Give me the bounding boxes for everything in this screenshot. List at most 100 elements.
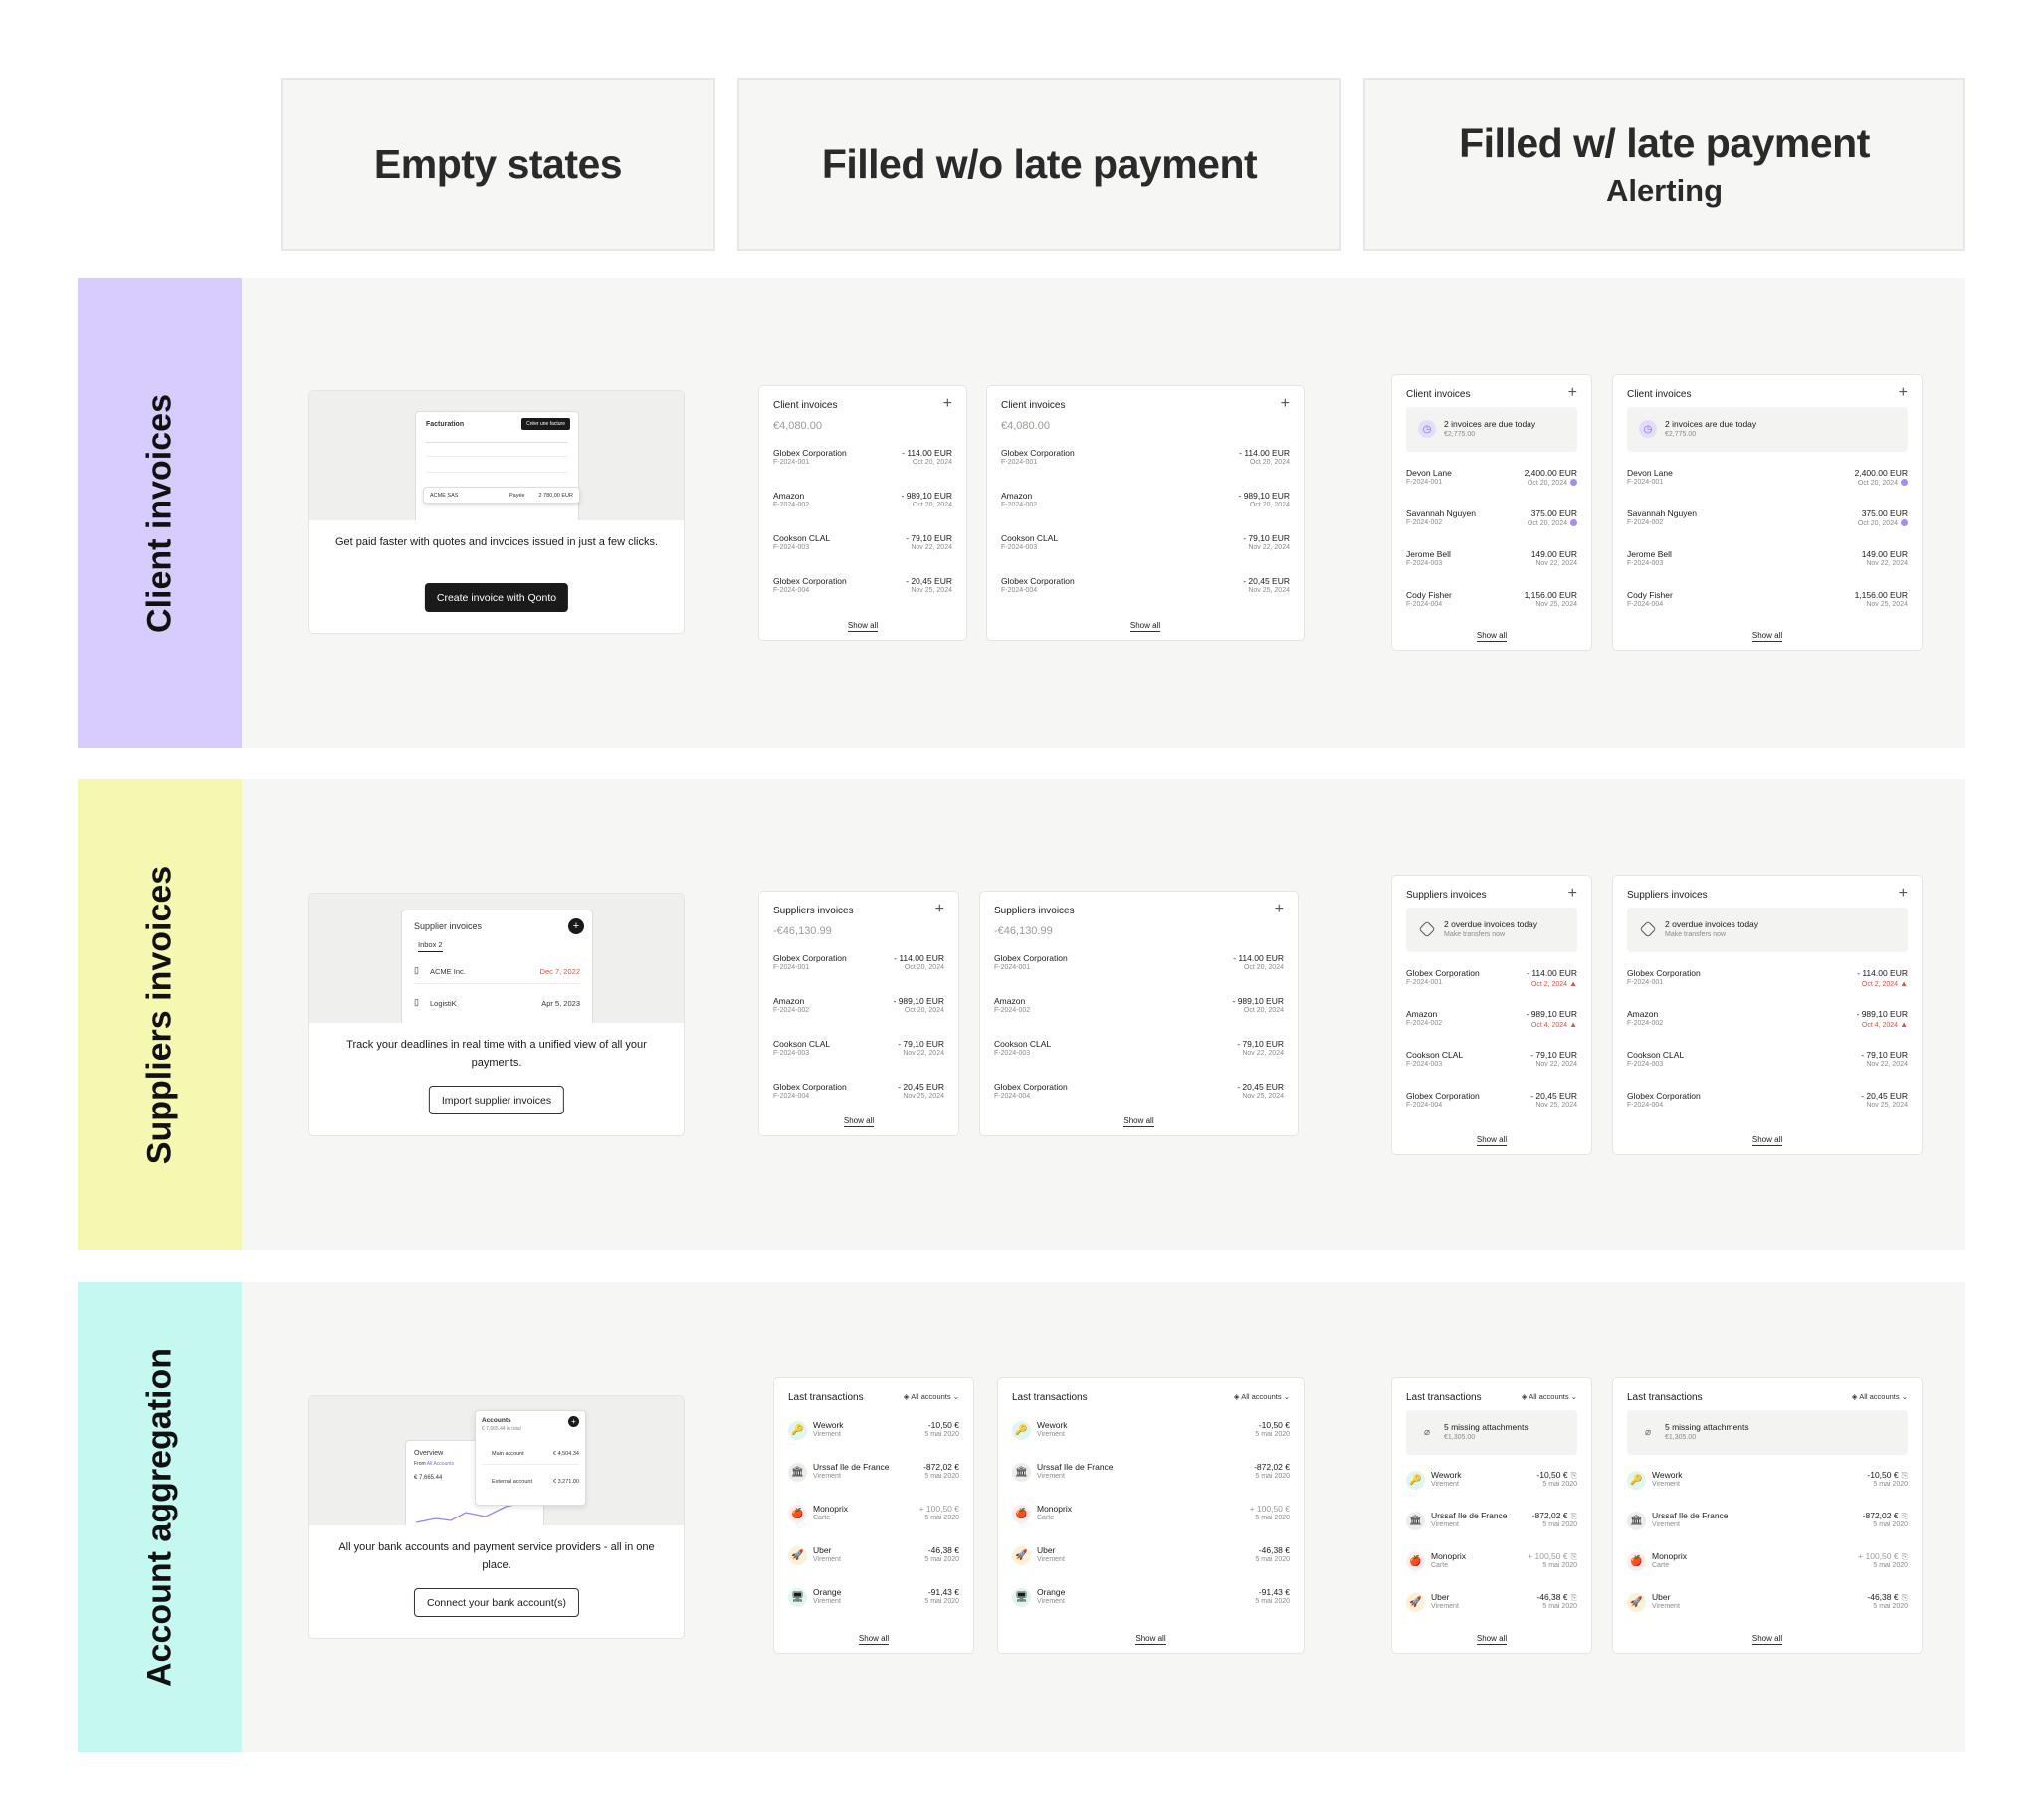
show-all-label[interactable]: Show all: [1123, 1116, 1154, 1127]
invoice-name: Globex Corporation: [1406, 1091, 1480, 1101]
show-all-link[interactable]: Show all: [980, 1116, 1298, 1127]
show-all-link[interactable]: Show all: [774, 1634, 973, 1645]
show-all-link[interactable]: Show all: [1392, 1634, 1591, 1645]
show-all-label[interactable]: Show all: [1129, 621, 1161, 632]
show-all-label[interactable]: Show all: [1751, 631, 1783, 642]
accounts-dropdown[interactable]: ◈ All accounts ⌄: [1852, 1392, 1908, 1401]
add-icon[interactable]: +: [934, 901, 944, 917]
import-supplier-invoices-button[interactable]: Import supplier invoices: [428, 1086, 565, 1114]
add-icon[interactable]: +: [942, 395, 952, 412]
alert-banner[interactable]: ⌀5 missing attachments€1,305.00: [1406, 1410, 1577, 1455]
show-all-label[interactable]: Show all: [843, 1116, 875, 1127]
alert-banner[interactable]: ◷2 invoices are due today€2,775.00: [1406, 407, 1577, 452]
alert-banner[interactable]: ⌀5 missing attachments€1,305.00: [1627, 1410, 1908, 1455]
show-all-label[interactable]: Show all: [1476, 631, 1508, 642]
add-icon[interactable]: +: [1274, 901, 1284, 917]
accounts-dropdown[interactable]: ◈ All accounts ⌄: [904, 1392, 959, 1401]
add-icon[interactable]: +: [1567, 885, 1577, 902]
invoice-date: Nov 22, 2024: [1242, 1050, 1284, 1057]
show-all-link[interactable]: Show all: [1613, 631, 1922, 642]
show-all-label[interactable]: Show all: [858, 1634, 890, 1645]
show-all-link[interactable]: Show all: [1392, 631, 1591, 642]
add-icon[interactable]: +: [1567, 384, 1577, 401]
add-icon[interactable]: +: [1898, 885, 1908, 902]
show-all-link[interactable]: Show all: [1392, 1135, 1591, 1146]
add-icon[interactable]: +: [1898, 384, 1908, 401]
show-all-label[interactable]: Show all: [1476, 1135, 1508, 1146]
invoice-date-text: Nov 22, 2024: [1535, 560, 1577, 567]
add-icon[interactable]: +: [1280, 395, 1290, 412]
accounts-dropdown[interactable]: ◈ All accounts ⌄: [1234, 1392, 1290, 1401]
show-all-label[interactable]: Show all: [847, 621, 879, 632]
show-all-link[interactable]: Show all: [1613, 1634, 1922, 1645]
show-all-link[interactable]: Show all: [987, 621, 1304, 632]
create-invoice-button[interactable]: Create invoice with Qonto: [424, 583, 569, 612]
alert-banner[interactable]: ◷2 invoices are due today€2,775.00: [1627, 407, 1908, 452]
transaction-method: Virement: [1037, 1598, 1065, 1605]
show-all-link[interactable]: Show all: [759, 1116, 958, 1127]
show-all-link[interactable]: Show all: [1613, 1135, 1922, 1146]
show-all-link[interactable]: Show all: [759, 621, 966, 632]
show-all-label[interactable]: Show all: [1135, 1634, 1166, 1645]
transaction-amount-text: -46,38 €: [1867, 1592, 1899, 1602]
show-all-label[interactable]: Show all: [1751, 1634, 1783, 1645]
show-all-link[interactable]: Show all: [998, 1634, 1304, 1645]
show-all-label[interactable]: Show all: [1751, 1135, 1783, 1146]
show-all-label[interactable]: Show all: [1476, 1634, 1508, 1645]
accounts-dropdown[interactable]: ◈ All accounts ⌄: [1522, 1392, 1577, 1401]
connect-bank-button[interactable]: Connect your bank account(s): [413, 1588, 580, 1617]
